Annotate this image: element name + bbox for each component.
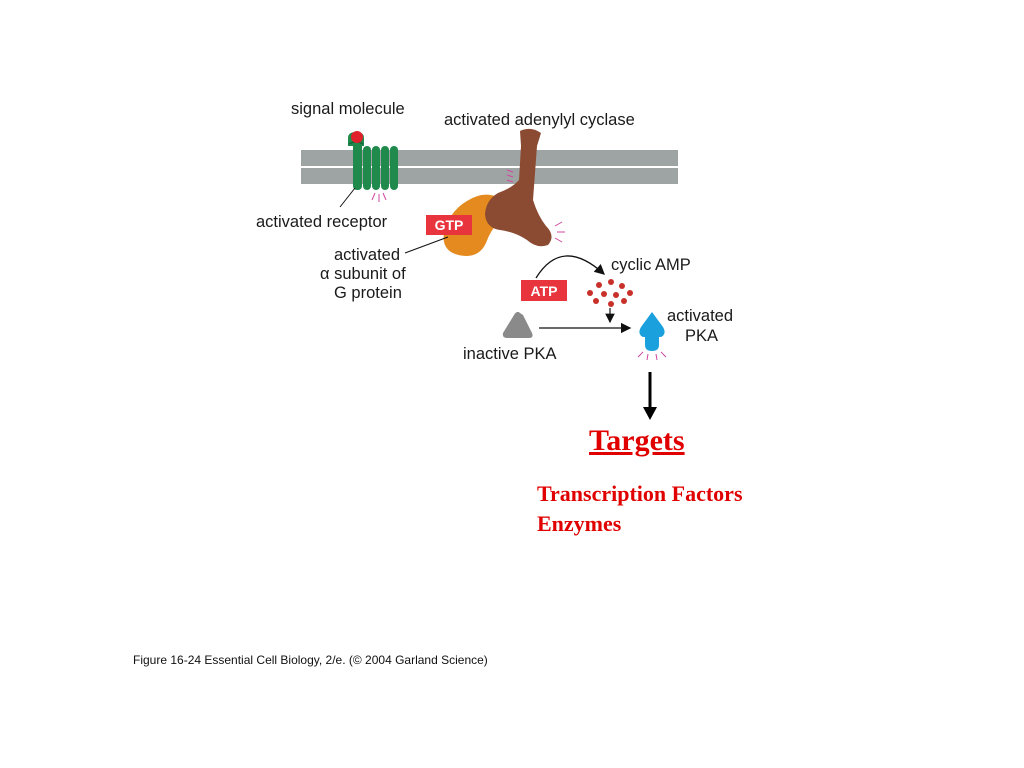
gtp-badge: GTP [435,217,464,233]
targets-arrow-head [643,407,657,420]
gtp-badge-bg [426,215,472,235]
receptor-leader [339,187,356,208]
activated-pka-label-line2: PKA [685,327,718,345]
pka-activation-ticks [637,351,667,361]
atp-to-camp-arrow [535,255,605,279]
alpha-label-line3: G protein [334,284,402,302]
alpha-label-line1: activated [334,246,400,264]
alpha-leader [404,236,449,254]
receptor-label: activated receptor [256,213,388,231]
targets-title: Targets [589,424,685,457]
cyclase-activation-ticks [506,169,565,243]
atp-badge-bg [521,280,567,301]
inactive-pka [502,311,533,338]
activated-pka-label-line1: activated [667,307,733,325]
cyclic-amp-label: cyclic AMP [611,256,691,274]
adenylyl-cyclase-label: activated adenylyl cyclase [444,111,635,129]
receptor-activation-ticks [371,192,387,202]
activated-pka [639,312,665,351]
alpha-label-line2: α subunit of [320,265,406,283]
adenylyl-cyclase [485,128,552,247]
target-item-enzymes: Enzymes [537,511,622,536]
signal-molecule-label: signal molecule [291,100,405,118]
cyclic-amp-molecules [587,279,633,307]
figure-caption: Figure 16-24 Essential Cell Biology, 2/e… [133,653,488,667]
atp-badge: ATP [531,283,558,299]
target-item-transcription-factors: Transcription Factors [537,481,743,506]
signal-molecule [351,131,363,143]
inactive-pka-label: inactive PKA [463,345,557,363]
